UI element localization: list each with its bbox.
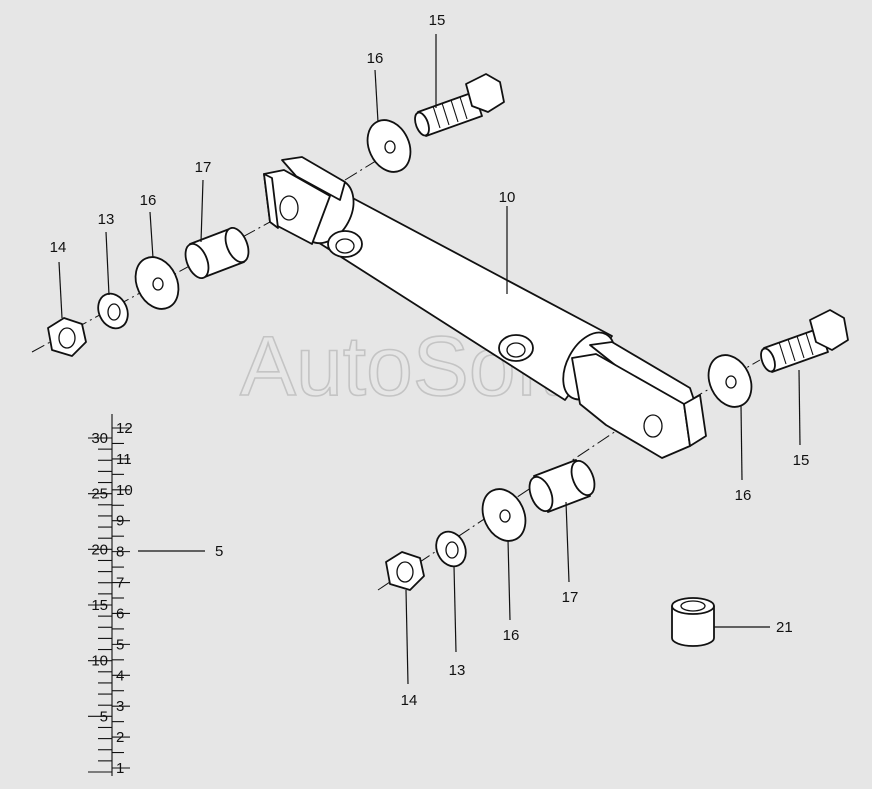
bushing-17-bottom	[528, 459, 596, 513]
callout-13-left: 13	[98, 211, 115, 228]
ruler-label-right: 12	[116, 420, 133, 437]
callout-labels: 14 13 16 17 16 15 10 16 15 17 16 13 14 2…	[50, 12, 810, 709]
callout-14-bottom: 14	[401, 692, 418, 709]
ruler-label-right: 10	[116, 482, 133, 499]
callout-16-top: 16	[367, 50, 384, 67]
bolt-15-right	[760, 309, 849, 373]
callout-5: 5	[215, 543, 223, 560]
callout-13-bottom: 13	[449, 662, 466, 679]
leader-lines	[58, 34, 801, 685]
washer-16-right	[707, 354, 753, 408]
callout-17-bottom: 17	[562, 589, 579, 606]
callout-15-right: 15	[793, 452, 810, 469]
nut-14-bottom	[385, 551, 425, 591]
nut-14-left	[47, 317, 87, 357]
left-clevis	[263, 156, 346, 245]
ruler-label-right: 8	[116, 544, 124, 561]
callout-16-right: 16	[735, 487, 752, 504]
ruler-label-left: 15	[91, 597, 108, 614]
ruler-label-left: 25	[91, 486, 108, 503]
callout-14-left: 14	[50, 239, 67, 256]
ruler-label-right: 11	[116, 451, 132, 468]
callout-15-top: 15	[429, 12, 446, 29]
ruler-label-left: 30	[91, 430, 108, 447]
callout-16-left: 16	[140, 192, 157, 209]
scale-ruler: 30 25 20 15 10 5 12 11 10 9 8 7 6 5 4 3 2 1	[88, 414, 133, 777]
right-clevis	[571, 341, 707, 459]
ruler-label-right: 1	[116, 760, 124, 777]
ruler-label-right: 5	[116, 636, 124, 653]
lock-washer-13-left	[97, 292, 129, 330]
ruler-label-right: 6	[116, 605, 124, 622]
bolt-15-top	[414, 73, 505, 137]
callout-21: 21	[776, 619, 793, 636]
ruler-label-right: 3	[116, 698, 124, 715]
bushing-17-left	[184, 226, 250, 280]
ruler-label-left: 5	[100, 708, 108, 725]
callout-16-bottom: 16	[503, 627, 520, 644]
callout-10: 10	[499, 189, 516, 206]
lock-washer-13-bottom	[435, 530, 467, 568]
ruler-label-right: 9	[116, 513, 124, 530]
ruler-label-right: 4	[116, 667, 124, 684]
ruler-label-left: 20	[91, 541, 108, 558]
bushing-21	[671, 597, 715, 647]
washer-16-top	[366, 119, 412, 173]
ruler-label-right: 2	[116, 729, 124, 746]
callout-17-left: 17	[195, 159, 212, 176]
ruler-label-left: 10	[91, 653, 108, 670]
washer-16-bottom	[481, 488, 527, 542]
ruler-label-right: 7	[116, 575, 124, 592]
washer-16-left	[134, 256, 180, 310]
